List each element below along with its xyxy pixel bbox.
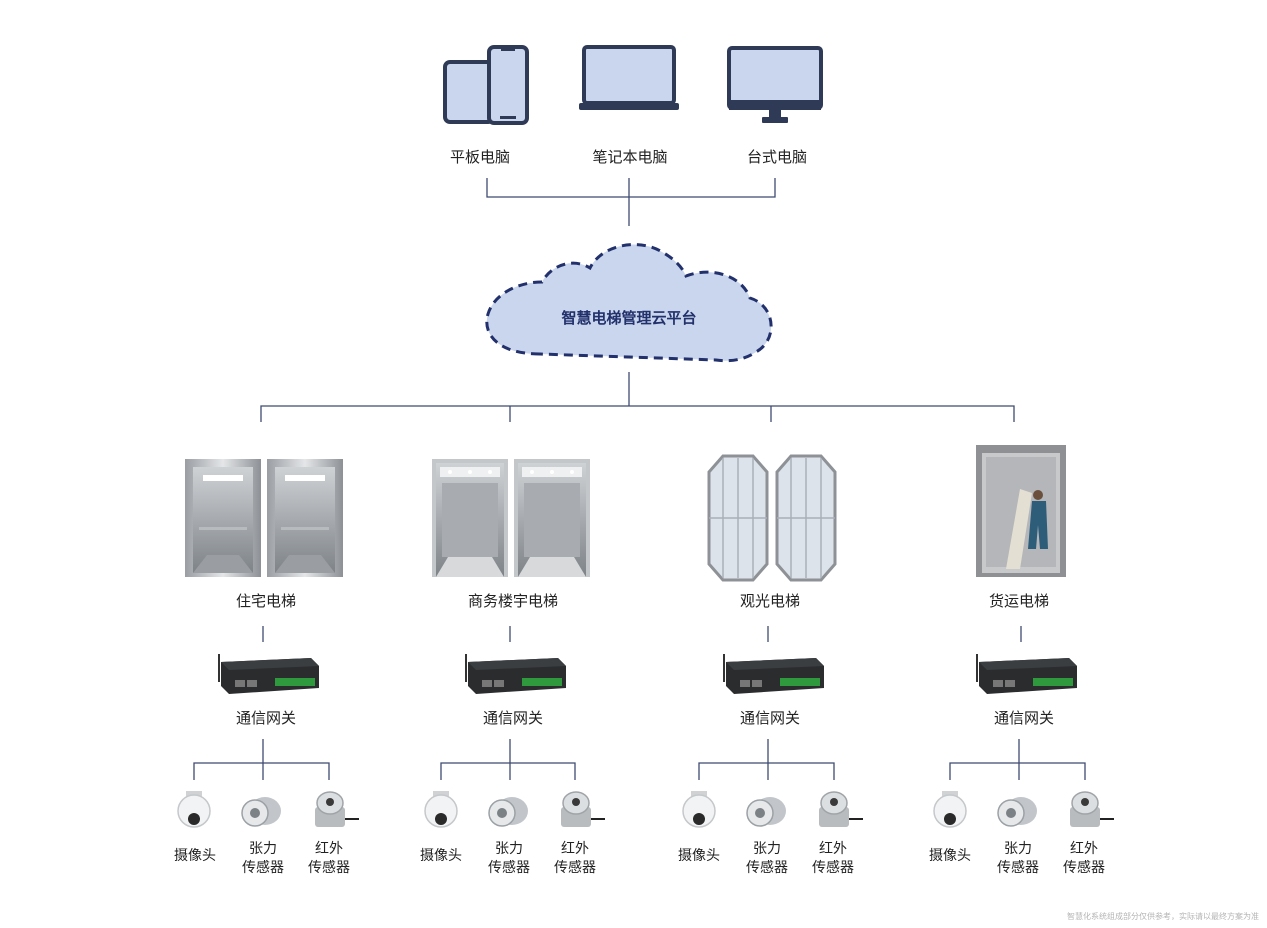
tension-sensor-label: 张力传感器 — [746, 840, 788, 878]
camera-label: 摄像头 — [678, 848, 720, 864]
laptop-icon — [579, 45, 679, 110]
tension-sensor-line1: 张力 — [1004, 841, 1032, 857]
elevator-label-sightseeing: 观光电梯 — [739, 592, 801, 610]
dome-camera-icon — [424, 791, 458, 828]
dome-camera-icon — [682, 791, 716, 828]
dome-camera-icon — [177, 791, 211, 828]
infrared-sensor-line1: 红外 — [315, 841, 343, 857]
gateway-device-icon — [465, 654, 566, 694]
cloud-platform-shape[interactable] — [480, 236, 780, 376]
tension-sensor-line2: 传感器 — [997, 860, 1039, 876]
gateway-label: 通信网关 — [482, 709, 544, 727]
device-label-desktop: 台式电脑 — [746, 148, 808, 166]
tension-sensor-line1: 张力 — [753, 841, 781, 857]
infrared-sensor-icon — [819, 791, 863, 827]
tension-sensor-label: 张力传感器 — [997, 840, 1039, 878]
infrared-sensor-icon — [1070, 791, 1114, 827]
elevator-label-residential: 住宅电梯 — [235, 592, 297, 610]
desktop-monitor-icon — [727, 46, 823, 123]
tension-sensor-line1: 张力 — [249, 841, 277, 857]
residential-elevator-icon — [185, 459, 343, 577]
gateway-device-icon — [218, 654, 319, 694]
infrared-sensor-label: 红外传感器 — [812, 840, 854, 878]
tension-sensor-icon — [488, 797, 528, 827]
infrared-sensor-line2: 传感器 — [812, 860, 854, 876]
sightseeing-elevator-icon — [707, 454, 837, 582]
device-label-laptop: 笔记本电脑 — [592, 148, 668, 166]
tension-sensor-label: 张力传感器 — [488, 840, 530, 878]
infrared-sensor-label: 红外传感器 — [554, 840, 596, 878]
gateway-label: 通信网关 — [739, 709, 801, 727]
infrared-sensor-line2: 传感器 — [308, 860, 350, 876]
infrared-sensor-line1: 红外 — [1070, 841, 1098, 857]
infrared-sensor-label: 红外传感器 — [1063, 840, 1105, 878]
camera-label: 摄像头 — [420, 848, 462, 864]
gateway-device-icon — [723, 654, 824, 694]
tension-sensor-line2: 传感器 — [488, 860, 530, 876]
elevator-label-freight: 货运电梯 — [988, 592, 1050, 610]
footnote-disclaimer: 智慧化系统组成部分仅供参考，实际请以最终方案为准 — [1067, 912, 1259, 921]
elevator-label-commercial: 商务楼宇电梯 — [467, 592, 559, 610]
infrared-sensor-line1: 红外 — [819, 841, 847, 857]
gateway-label: 通信网关 — [993, 709, 1055, 727]
tension-sensor-label: 张力传感器 — [242, 840, 284, 878]
tablet-phone-icon — [443, 45, 529, 125]
infrared-sensor-icon — [561, 791, 605, 827]
tension-sensor-icon — [241, 797, 281, 827]
tension-sensor-line1: 张力 — [495, 841, 523, 857]
gateway-device-icon — [976, 654, 1077, 694]
freight-elevator-icon — [976, 445, 1066, 577]
camera-label: 摄像头 — [929, 848, 971, 864]
camera-label: 摄像头 — [174, 848, 216, 864]
tension-sensor-line2: 传感器 — [746, 860, 788, 876]
infrared-sensor-icon — [315, 791, 359, 827]
device-label-tablet: 平板电脑 — [449, 148, 511, 166]
infrared-sensor-line2: 传感器 — [554, 860, 596, 876]
infrared-sensor-line1: 红外 — [561, 841, 589, 857]
infrared-sensor-line2: 传感器 — [1063, 860, 1105, 876]
tension-sensor-icon — [746, 797, 786, 827]
gateway-label: 通信网关 — [235, 709, 297, 727]
tension-sensor-line2: 传感器 — [242, 860, 284, 876]
cloud-platform-label: 智慧电梯管理云平台 — [561, 309, 697, 327]
commercial-elevator-icon — [432, 459, 590, 577]
dome-camera-icon — [933, 791, 967, 828]
infrared-sensor-label: 红外传感器 — [308, 840, 350, 878]
tension-sensor-icon — [997, 797, 1037, 827]
